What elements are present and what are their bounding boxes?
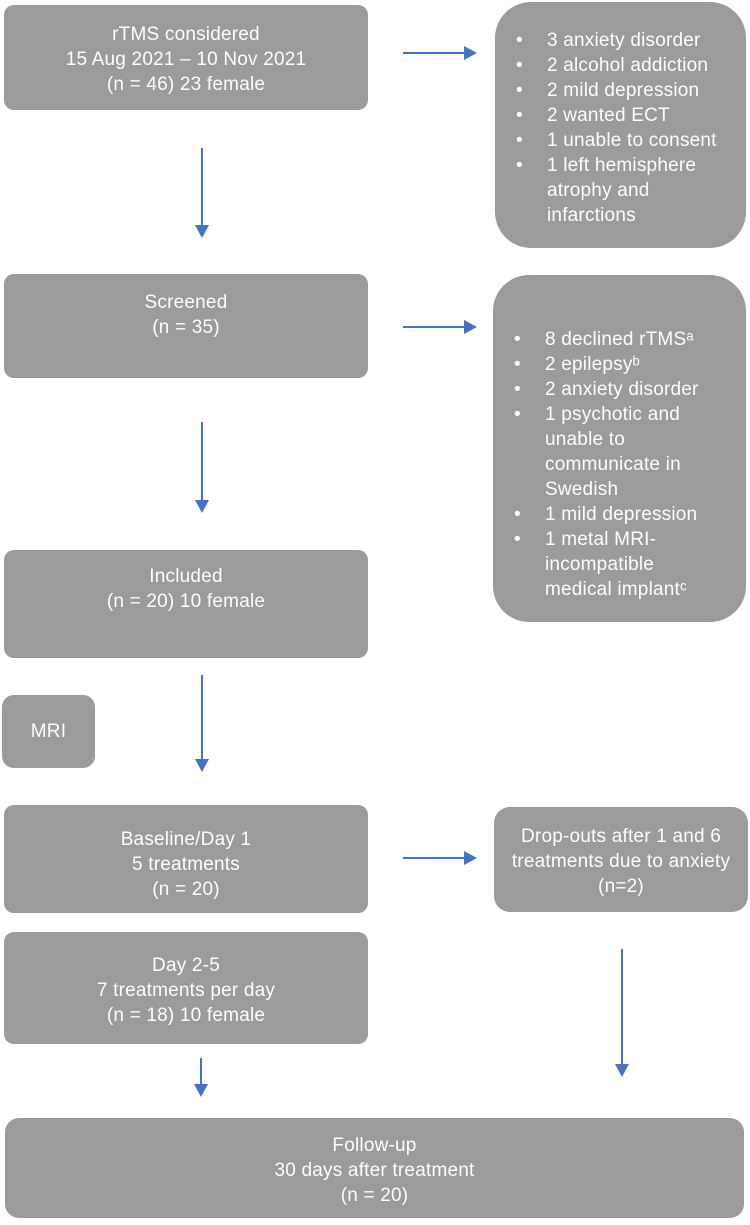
box-line: Day 2-5 <box>152 954 220 976</box>
exclusion-item: 2 alcohol addiction <box>516 53 722 78</box>
box-line: Screened <box>144 292 228 313</box>
box-line: (n = 18) 10 female <box>106 1004 266 1026</box>
box-line: (n=2) <box>598 876 644 897</box>
exclusion-item: 1 psychotic and unable to communicate in… <box>514 402 722 502</box>
flowbox-mri: MRI <box>2 695 95 768</box>
exclusion-item: 8 declined rTMSᵃ <box>514 327 722 352</box>
arrow-screened-to-included-icon <box>195 422 209 513</box>
box-line: rTMS considered <box>112 24 260 45</box>
box-line: 7 treatments per day <box>96 979 276 1001</box>
exclusion-item: 2 wanted ECT <box>516 103 722 128</box>
arrow-day25-to-followup-icon <box>194 1058 208 1097</box>
flowbox-screening-exclusions: 3 anxiety disorder 2 alcohol addiction 2… <box>495 2 746 248</box>
flowbox-rtms-considered: rTMS considered 15 Aug 2021 – 10 Nov 202… <box>4 5 368 110</box>
arrow-considered-to-exclusions-icon <box>403 46 477 60</box>
box-line: treatments due to anxiety <box>511 851 731 872</box>
flowbox-followup: Follow-up 30 days after treatment (n = 2… <box>5 1118 744 1218</box>
box-line: (n = 20) 10 female <box>106 591 266 612</box>
exclusion-item: 1 unable to consent <box>516 128 722 153</box>
box-line: 5 treatments <box>131 853 240 875</box>
arrow-considered-to-screened-icon <box>195 148 209 238</box>
exclusion-list: 8 declined rTMSᵃ 2 epilepsyᵇ 2 anxiety d… <box>493 327 746 602</box>
arrow-included-to-baseline-icon <box>195 675 209 772</box>
exclusion-item: 2 epilepsyᵇ <box>514 352 722 377</box>
box-line: 30 days after treatment <box>274 1159 475 1181</box>
arrow-baseline-to-dropouts-icon <box>403 851 477 865</box>
exclusion-item: 3 anxiety disorder <box>516 28 722 53</box>
box-line: (n = 46) 23 female <box>106 74 266 95</box>
box-line: Baseline/Day 1 <box>120 828 252 850</box>
flowbox-inclusion-exclusions: 8 declined rTMSᵃ 2 epilepsyᵇ 2 anxiety d… <box>493 275 746 622</box>
arrow-screened-to-exclusions-icon <box>403 320 477 334</box>
box-line: (n = 20) <box>152 878 220 900</box>
box-line: Drop-outs after 1 and 6 <box>521 826 721 847</box>
box-line: (n = 20) <box>340 1184 409 1206</box>
box-line: Included <box>149 566 223 587</box>
flowbox-dropouts: Drop-outs after 1 and 6 treatments due t… <box>494 807 748 912</box>
flowbox-baseline-day1: Baseline/Day 1 5 treatments (n = 20) <box>4 805 368 913</box>
box-line: (n = 35) <box>152 317 220 338</box>
exclusion-list: 3 anxiety disorder 2 alcohol addiction 2… <box>495 28 746 228</box>
exclusion-item: 1 left hemisphere atrophy and infarction… <box>516 153 722 228</box>
arrow-dropouts-to-followup-icon <box>615 949 629 1077</box>
flowbox-included: Included (n = 20) 10 female <box>4 550 368 658</box>
box-line: Follow-up <box>332 1134 417 1156</box>
exclusion-item: 1 metal MRI-incompatible medical implant… <box>514 527 722 602</box>
box-line: MRI <box>30 721 67 742</box>
flowbox-screened: Screened (n = 35) <box>4 274 368 378</box>
exclusion-item: 2 mild depression <box>516 78 722 103</box>
exclusion-item: 1 mild depression <box>514 502 722 527</box>
flowbox-day2-5: Day 2-5 7 treatments per day (n = 18) 10… <box>4 932 368 1044</box>
box-line: 15 Aug 2021 – 10 Nov 2021 <box>65 49 307 70</box>
exclusion-item: 2 anxiety disorder <box>514 377 722 402</box>
